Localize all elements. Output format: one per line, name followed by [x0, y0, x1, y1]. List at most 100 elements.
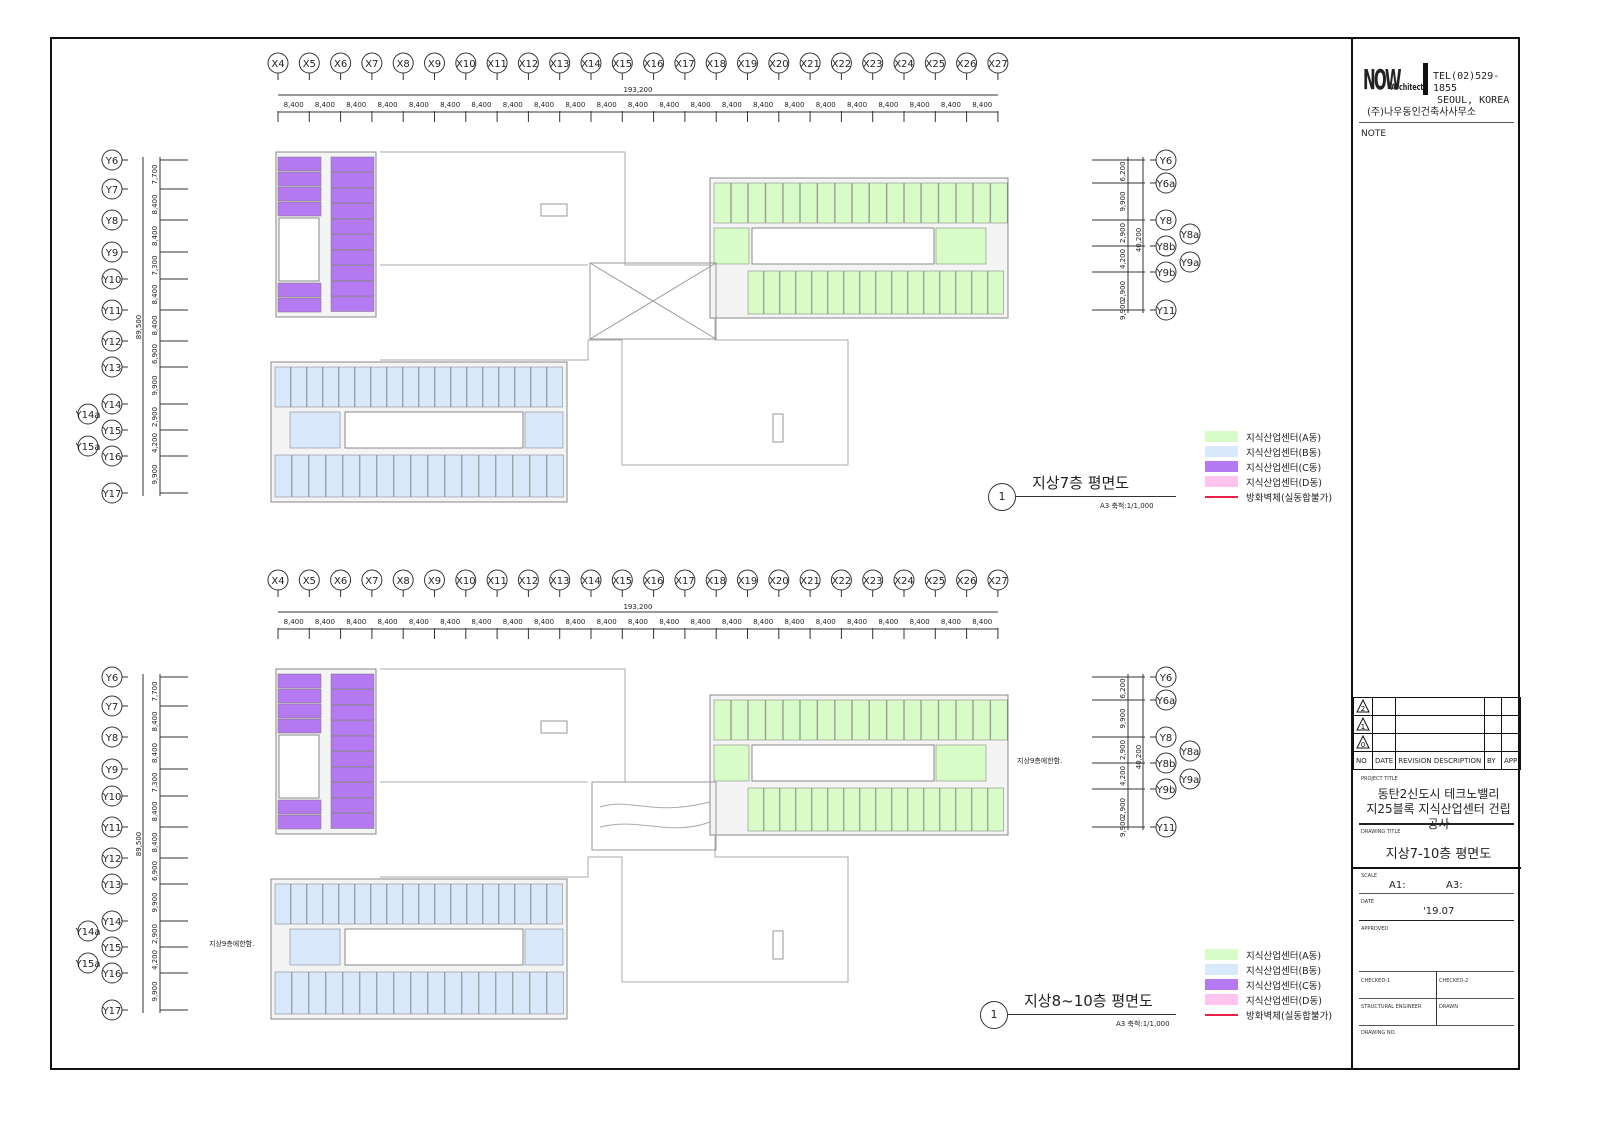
- room-b: [514, 366, 531, 408]
- rev-cell-by: [1484, 715, 1502, 734]
- core-b: [344, 411, 524, 449]
- legend-color-swatch: [1205, 949, 1238, 960]
- dim-value-x: 8,400: [346, 101, 366, 109]
- divider: [1353, 867, 1521, 869]
- room-c: [330, 813, 375, 829]
- room-b: [386, 366, 403, 408]
- grid-label-y: Y14: [102, 400, 122, 411]
- rev-header-app: APP: [1501, 751, 1521, 770]
- room-b: [461, 971, 479, 1015]
- room-a: [990, 182, 1008, 224]
- grid-label-x: X20: [769, 576, 789, 587]
- room-b: [530, 883, 547, 925]
- grid-label-x: X16: [644, 59, 664, 70]
- room-a: [834, 699, 852, 741]
- room-a: [834, 182, 852, 224]
- dim-value-x: 8,400: [284, 101, 304, 109]
- title-block: NOW Architects TEL(02)529-1855 SEOUL, KO…: [1351, 37, 1521, 1070]
- legend-item: 지식산업센터(D동): [1205, 992, 1332, 1007]
- room-b: [546, 971, 564, 1015]
- dim-value-y: 9,900: [151, 375, 159, 395]
- legend-item: 지식산업센터(B동): [1205, 962, 1332, 977]
- room-c: [330, 720, 375, 736]
- room-b: [529, 971, 547, 1015]
- dim-value-x: 8,400: [565, 101, 585, 109]
- room-c: [330, 218, 375, 235]
- room-b: [514, 883, 531, 925]
- room-a: [891, 787, 908, 832]
- room-a: [875, 270, 892, 315]
- legend-item: 지식산업센터(D동): [1205, 474, 1332, 489]
- legend-label: 방화벽체(실동합불가): [1246, 492, 1333, 504]
- grid-label-y: Y8a: [1180, 230, 1200, 241]
- grid-label-y: Y7: [105, 185, 118, 196]
- room-a: [921, 699, 939, 741]
- room-a: [843, 270, 860, 315]
- room-a: [907, 270, 924, 315]
- grid-label-y: Y14a: [75, 927, 101, 938]
- grid-label-x: X22: [832, 59, 852, 70]
- room-b: [322, 366, 339, 408]
- logo-main: NOW: [1363, 63, 1402, 96]
- room-b: [338, 366, 355, 408]
- room-b: [342, 971, 360, 1015]
- room-a: [852, 699, 870, 741]
- dim-value-y: 2,900: [1119, 798, 1127, 818]
- dim-value-x: 8,400: [315, 101, 335, 109]
- legend-floor8-10: 지식산업센터(A동)지식산업센터(B동)지식산업센터(C동)지식산업센터(D동)…: [1205, 947, 1332, 1022]
- room-a: [748, 699, 766, 741]
- room-a: [869, 699, 887, 741]
- room-a: [921, 182, 939, 224]
- grid-label-x: X6: [334, 576, 347, 587]
- room-b: [529, 454, 547, 498]
- room-a: [763, 270, 780, 315]
- grid-label-x: X14: [581, 576, 601, 587]
- company-contact: TEL(02)529-1855 SEOUL, KOREA: [1433, 71, 1520, 107]
- dim-value-y: 8,400: [151, 711, 159, 731]
- grid-label-x: X12: [519, 576, 539, 587]
- rev-cell-description: [1395, 697, 1485, 716]
- room-b: [478, 454, 496, 498]
- room-c: [330, 673, 375, 690]
- project-title-label: PROJECT TITLE: [1361, 776, 1398, 782]
- dim-value-x: 8,400: [878, 101, 898, 109]
- dim-value-x: 8,400: [659, 101, 679, 109]
- grid-label-y: Y8a: [1180, 747, 1200, 758]
- room-c: [330, 766, 375, 783]
- rev-header-date: DATE: [1371, 751, 1397, 770]
- legend-label: 지식산업센터(B동): [1246, 447, 1322, 459]
- grid-label-x: X9: [428, 576, 441, 587]
- revision-row: 0: [1353, 733, 1521, 752]
- room-a: [827, 270, 844, 315]
- room-a: [935, 744, 987, 782]
- dim-value-x: 8,400: [346, 618, 366, 626]
- grid-label-x: X13: [550, 59, 570, 70]
- legend-item: 지식산업센터(C동): [1205, 977, 1332, 992]
- grid-label-y: Y12: [102, 854, 122, 865]
- drawing-no-label: DRAWING NO.: [1361, 1030, 1396, 1036]
- garden-path: [599, 821, 711, 829]
- legend-item: 지식산업센터(B동): [1205, 444, 1332, 459]
- dim-value-x: 8,400: [941, 101, 961, 109]
- dim-value-x: 8,400: [440, 618, 460, 626]
- room-b: [354, 366, 371, 408]
- grid-bubble-y: [77, 920, 99, 942]
- grid-label-y: Y8: [1159, 733, 1172, 744]
- revision-header-row: NO DATE REVISION DESCRIPTION BY APP: [1353, 751, 1521, 770]
- room-a: [955, 270, 972, 315]
- room-a: [747, 270, 764, 315]
- grid-label-x: X9: [428, 59, 441, 70]
- room-c: [330, 234, 375, 250]
- divider: [1359, 122, 1514, 123]
- grid-label-y: Y14: [102, 917, 122, 928]
- room-a: [971, 270, 988, 315]
- room-a: [765, 699, 783, 741]
- room-c: [277, 156, 322, 172]
- skylight: [540, 720, 568, 734]
- legend-item: 지식산업센터(A동): [1205, 429, 1332, 444]
- room-a: [939, 787, 956, 832]
- grid-label-y: Y11: [1156, 823, 1176, 834]
- room-a: [859, 787, 876, 832]
- room-c: [277, 282, 322, 298]
